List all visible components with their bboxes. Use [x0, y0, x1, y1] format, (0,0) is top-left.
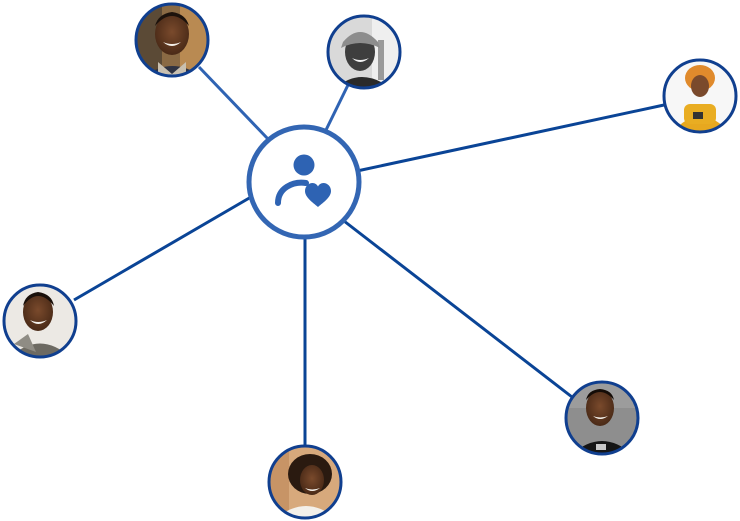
connector-line-bottom-right	[343, 219, 573, 399]
connector-line-top-center	[324, 84, 350, 131]
avatar-photo	[566, 382, 638, 454]
avatar-node-laughing-man[interactable]	[324, 12, 404, 92]
user-heart-icon	[275, 154, 331, 207]
avatar-node-woman-yellow-sweater[interactable]	[660, 56, 740, 136]
avatar-node-smiling-woman[interactable]	[0, 281, 80, 361]
avatar-photo	[4, 285, 76, 357]
avatar-node-woman-curly-hair[interactable]	[265, 442, 345, 521]
connector-line-right	[356, 103, 665, 173]
connector-line-top-left	[197, 65, 270, 141]
hub-node	[246, 124, 362, 240]
avatar-photo	[664, 60, 736, 132]
avatar-node-smiling-man[interactable]	[132, 0, 220, 80]
avatar-node-man-black-tee[interactable]	[562, 378, 642, 458]
avatar-photo	[328, 16, 400, 88]
avatar-photo	[269, 446, 341, 518]
connector-line-left	[73, 195, 252, 302]
